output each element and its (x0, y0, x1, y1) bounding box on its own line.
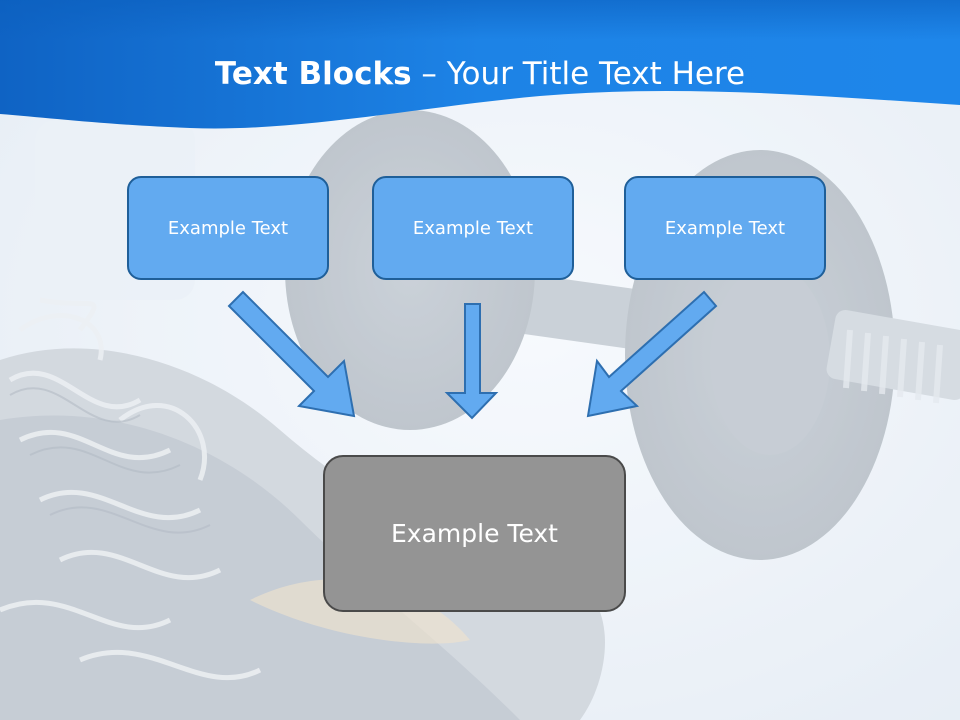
text-block-3-label: Example Text (664, 217, 786, 239)
slide-title: Text Blocks – Your Title Text Here (0, 52, 960, 96)
arrow-right-icon (586, 290, 718, 418)
slide-title-rest: Your Title Text Here (446, 56, 746, 92)
text-block-2-label: Example Text (412, 217, 534, 239)
arrow-left-icon (227, 290, 356, 418)
target-text-block-label: Example Text (391, 519, 558, 548)
target-text-block[interactable]: Example Text (323, 455, 626, 612)
arrow-center-icon (444, 303, 499, 420)
text-block-1[interactable]: Example Text (127, 176, 329, 280)
text-block-1-label: Example Text (167, 217, 289, 239)
slide-title-separator: – (411, 56, 447, 92)
text-block-3[interactable]: Example Text (624, 176, 826, 280)
text-block-2[interactable]: Example Text (372, 176, 574, 280)
sneaker-image (0, 297, 605, 720)
slide-title-bold: Text Blocks (214, 56, 412, 92)
